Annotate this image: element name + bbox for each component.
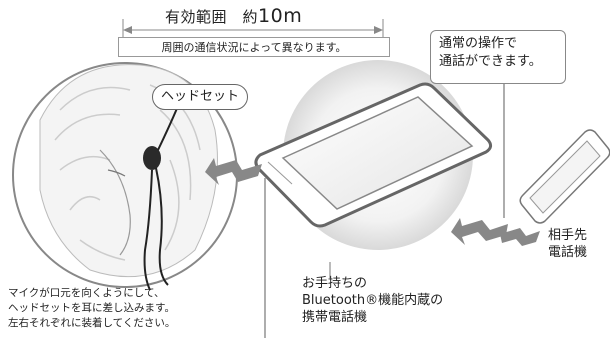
instruction-text: マイクが口元を向くようにして、 ヘッドセットを耳に差し込みます。 左右それぞれに… [8,286,175,331]
range-title-value: 10m [258,5,303,27]
partner-phone-label: 相手先 電話機 [548,227,587,261]
wireless-signal-icon [205,158,262,185]
device-label-line-1: お手持ちの [302,276,368,291]
wireless-signal-icon [451,218,540,246]
instruction-line-1: マイクが口元を向くようにして、 [8,287,165,299]
device-label-line-2: Bluetooth®機能内蔵の [302,293,444,308]
range-title-prefix: 有効範囲 約 [165,8,259,26]
phone-illustration [254,60,493,250]
partner-label-line-2: 電話機 [548,245,588,260]
partner-phone-illustration [519,129,610,224]
range-title: 有効範囲 約10m [165,5,302,27]
call-callout-box: 通常の操作で 通話ができます。 [430,30,566,84]
callout-line-2: 通話ができます。 [439,54,542,69]
device-label-line-3: 携帯電話機 [302,310,368,325]
headset-label: ヘッドセット [152,84,248,110]
device-label: お手持ちの Bluetooth®機能内蔵の 携帯電話機 [302,275,443,326]
instruction-line-3: 左右それぞれに装着してください。 [8,317,176,329]
range-note: 周囲の通信状況によって異なります。 [118,37,390,57]
callout-line-1: 通常の操作で [439,36,518,51]
instruction-line-2: ヘッドセットを耳に差し込みます。 [8,302,175,314]
partner-label-line-1: 相手先 [548,228,588,243]
